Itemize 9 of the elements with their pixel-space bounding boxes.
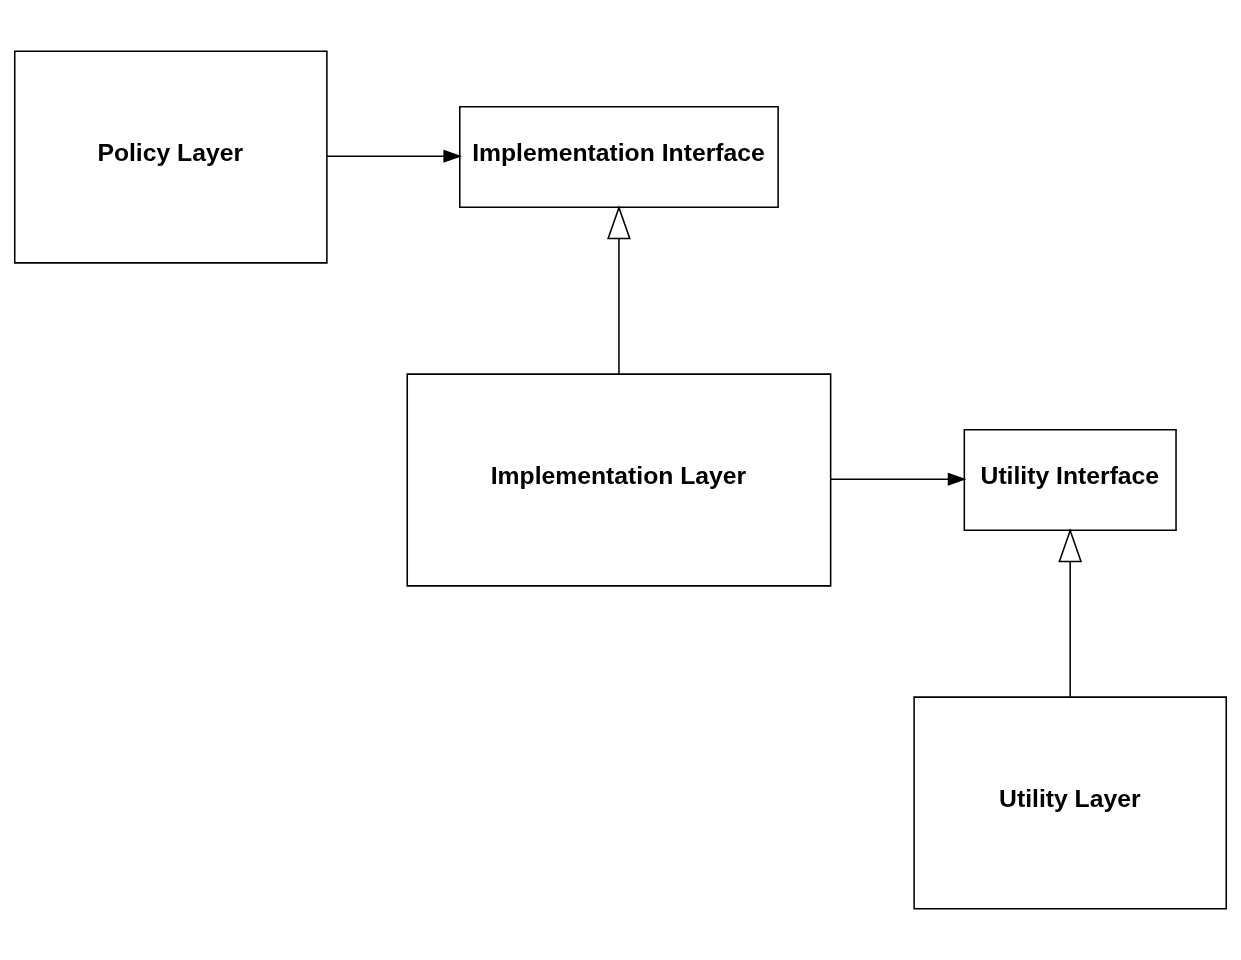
arrow (1058, 528, 1083, 698)
arrow (326, 149, 462, 163)
node-box: Utility Layer (913, 696, 1228, 910)
node-box: Utility Interface (963, 429, 1177, 531)
arrow (607, 205, 631, 375)
arrow (829, 472, 967, 486)
node-box: Implementation Layer (406, 373, 832, 587)
node-box: Implementation Interface (459, 106, 779, 209)
node-box: Policy Layer (13, 50, 328, 264)
